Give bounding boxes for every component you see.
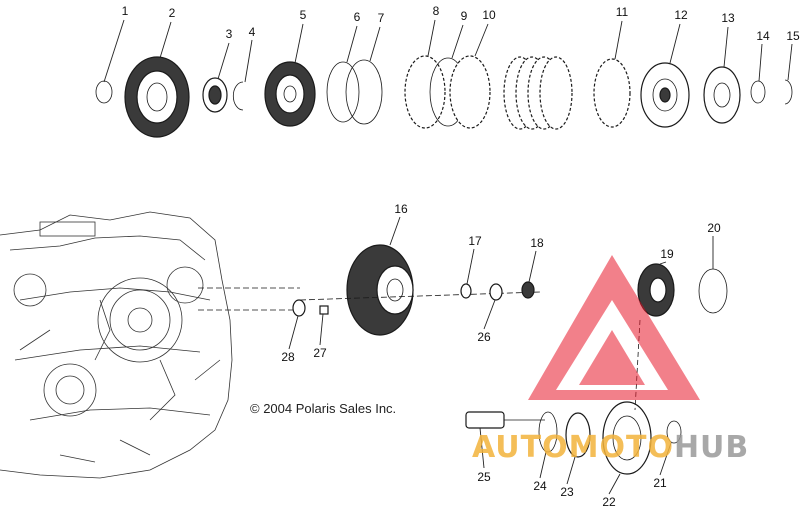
- callout-7: 7: [378, 11, 385, 25]
- callout-11: 11: [616, 5, 629, 19]
- callout-26: 26: [477, 330, 491, 344]
- callout-4: 4: [249, 25, 256, 39]
- callout-3: 3: [226, 27, 233, 41]
- top-row-parts: [95, 55, 793, 138]
- watermark-moto: MOTO: [568, 430, 674, 465]
- callout-2: 2: [169, 6, 176, 20]
- watermark-auto: AUTO: [472, 430, 569, 465]
- engine-case-illustration: [0, 211, 300, 479]
- middle-row-parts: [292, 244, 728, 336]
- callout-27: 27: [313, 346, 327, 360]
- callout-8: 8: [433, 4, 440, 18]
- callout-10: 10: [482, 8, 496, 22]
- watermark-hub: HUB: [673, 430, 750, 465]
- callout-16: 16: [394, 202, 408, 216]
- watermark-text: AUTOMOTOHUB: [472, 430, 749, 465]
- callout-24: 24: [533, 479, 547, 493]
- callout-14: 14: [756, 29, 770, 43]
- callout-25: 25: [477, 470, 491, 484]
- callout-5: 5: [300, 8, 307, 22]
- callout-28: 28: [281, 350, 295, 364]
- callout-13: 13: [721, 11, 735, 25]
- callout-19: 19: [660, 247, 674, 261]
- callout-22: 22: [602, 495, 616, 509]
- callout-18: 18: [530, 236, 544, 250]
- callout-17: 17: [468, 234, 482, 248]
- callout-1: 1: [122, 4, 129, 18]
- callout-labels: 1 2 3 4 5 6 7 8 9 10 11 12 13 14 15 16 1…: [122, 4, 800, 509]
- copyright-notice: © 2004 Polaris Sales Inc.: [250, 401, 397, 416]
- callout-20: 20: [707, 221, 721, 235]
- callout-12: 12: [674, 8, 688, 22]
- callout-23: 23: [560, 485, 574, 499]
- lower-row-parts: [465, 319, 682, 475]
- callout-leaders: [103, 19, 793, 495]
- callout-6: 6: [354, 10, 361, 24]
- watermark-logo: [528, 255, 700, 400]
- callout-15: 15: [786, 29, 800, 43]
- callout-9: 9: [461, 9, 468, 23]
- callout-21: 21: [653, 476, 667, 490]
